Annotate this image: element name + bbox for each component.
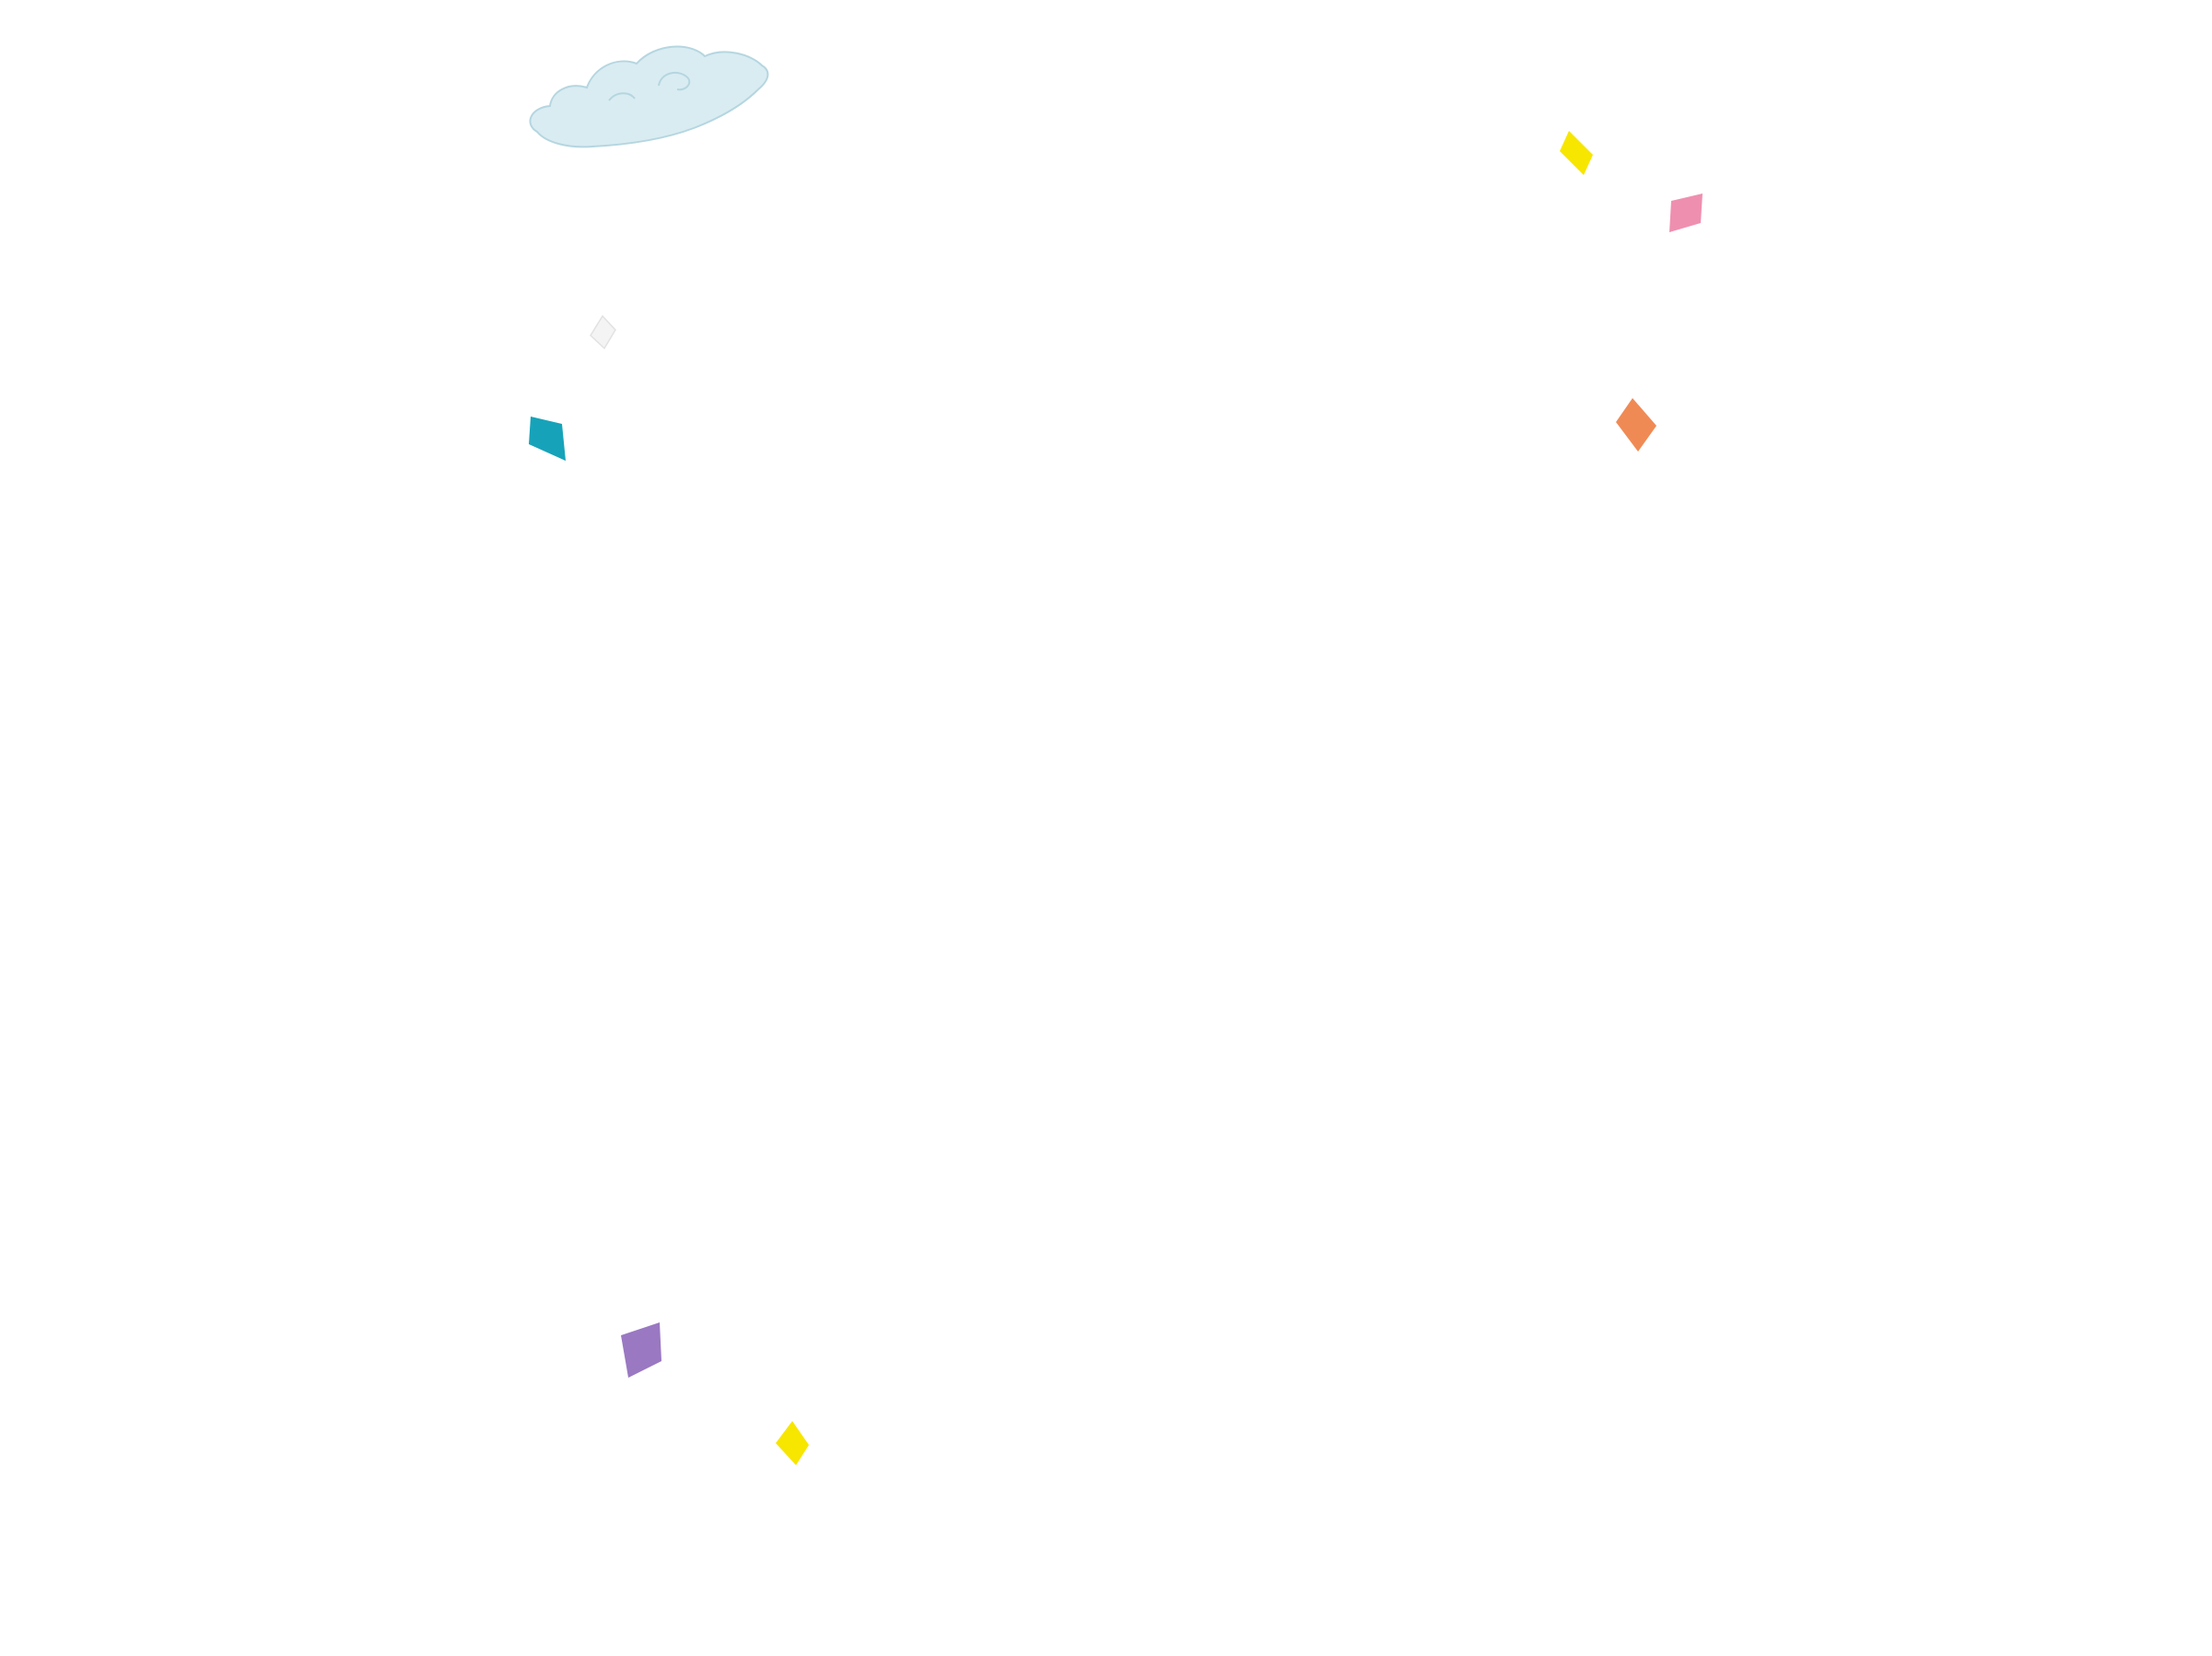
confetti-yellow-bottom-icon xyxy=(776,1421,809,1465)
confetti-shape xyxy=(590,314,616,350)
confetti-shape xyxy=(1560,131,1593,175)
confetti-shape xyxy=(621,1322,661,1378)
confetti-pink-icon xyxy=(1669,194,1703,232)
cloud-inner-swirl-2 xyxy=(608,92,636,101)
cloud-shape xyxy=(529,45,769,148)
confetti-shape xyxy=(1669,194,1703,232)
confetti-teal-icon xyxy=(529,417,566,461)
confetti-shape xyxy=(1616,398,1656,452)
confetti-orange-icon xyxy=(1616,398,1656,452)
cloud-icon xyxy=(529,45,769,148)
confetti-shape xyxy=(529,417,566,461)
confetti-shape xyxy=(776,1421,809,1465)
cloud-inner-swirl xyxy=(658,71,691,91)
confetti-yellow-top-icon xyxy=(1560,131,1593,175)
confetti-white-icon xyxy=(590,314,616,350)
confetti-purple-icon xyxy=(621,1322,661,1378)
